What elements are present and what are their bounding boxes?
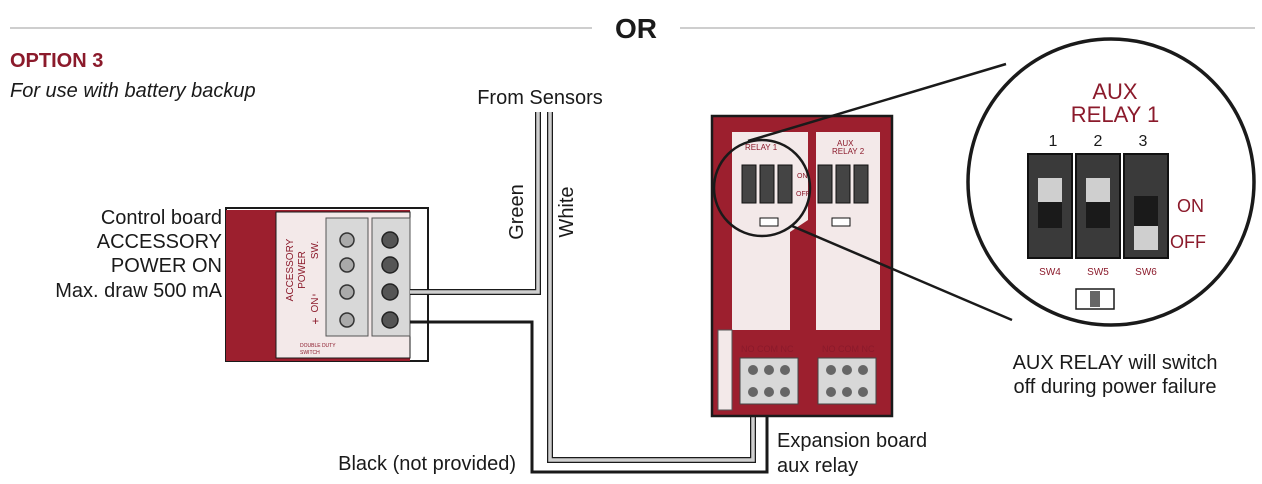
control-board-label-4: Max. draw 500 mA <box>55 280 222 302</box>
terminal-text-on: ON <box>310 298 321 313</box>
green-wire-label: Green <box>506 184 528 240</box>
zoom-switch-label-3: SW6 <box>1135 267 1157 278</box>
terminal-text-sw: SW. <box>310 241 321 259</box>
zoom-on-label: ON <box>1177 196 1204 216</box>
zoom-off-label: OFF <box>1170 232 1206 252</box>
zoom-note-1: AUX RELAY will switch <box>1013 352 1218 374</box>
footer-text-2: SWITCH <box>300 350 320 356</box>
control-board-label-1: Control board <box>101 207 222 229</box>
from-sensors-label: From Sensors <box>477 87 603 109</box>
wires <box>410 112 769 474</box>
expansion-board-label-1: Expansion board <box>777 430 927 452</box>
white-wire-label: White <box>556 186 578 237</box>
relay1-small-label: RELAY 1 <box>745 143 778 152</box>
terminal-minus: - <box>312 287 316 301</box>
or-label: OR <box>615 13 657 44</box>
control-board: ACCESSORY POWER ON SW. + - DOUBLE DUTY S… <box>225 207 429 362</box>
zoom-line-bottom <box>791 224 1013 322</box>
expansion-off-label: OFF <box>796 191 810 198</box>
expansion-board-label-2: aux relay <box>777 455 858 477</box>
terminal-text-accessory: ACCESSORY <box>285 238 296 301</box>
aux-relay2-label-2: RELAY 2 <box>832 147 865 156</box>
control-board-label-2: ACCESSORY <box>97 231 222 253</box>
zoom-title-1: AUX <box>1092 79 1138 104</box>
black-wire-label: Black (not provided) <box>338 453 516 475</box>
terminal-header-1: NO COM NC <box>741 344 794 354</box>
zoom-number-1: 1 <box>1049 133 1058 150</box>
zoom-title-2: RELAY 1 <box>1071 102 1159 127</box>
footer-text-1: DOUBLE DUTY <box>300 343 336 349</box>
option-subtitle: For use with battery backup <box>10 80 256 102</box>
zoom-number-3: 3 <box>1139 133 1148 150</box>
zoom-note-2: off during power failure <box>1013 376 1216 398</box>
terminal-text-power: POWER <box>297 251 308 289</box>
expansion-on-label: ON <box>797 173 808 180</box>
zoom-switch-label-1: SW4 <box>1039 267 1061 278</box>
zoom-switch-label-2: SW5 <box>1087 267 1109 278</box>
expansion-board: RELAY 1 AUX RELAY 2 ON OFF NO COM NC NO … <box>710 114 894 418</box>
control-board-label-3: POWER ON <box>111 255 222 277</box>
zoom-number-2: 2 <box>1094 133 1103 150</box>
terminal-header-2: NO COM NC <box>822 344 875 354</box>
terminal-plus: + <box>312 314 319 328</box>
aux-relay2-label-1: AUX <box>837 139 854 148</box>
magnifier-source-circle <box>712 138 812 238</box>
option-title: OPTION 3 <box>10 50 103 72</box>
zoom-detail: AUX RELAY 1 1 2 3 ON OFF SW4 SW5 SW6 <box>966 37 1256 327</box>
zoom-line-top <box>747 62 1007 143</box>
